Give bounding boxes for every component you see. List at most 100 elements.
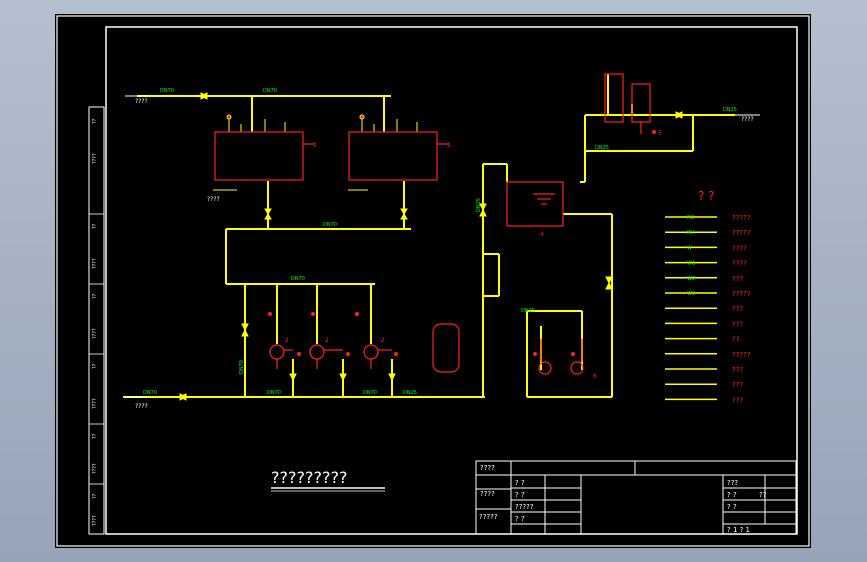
legend-text: ???: [732, 366, 743, 374]
pump-2: [309, 344, 325, 360]
main-header-size: DN70: [263, 88, 277, 94]
small-pump-2: [570, 361, 584, 375]
equipment-tags: 1 1 2 2 2 4 5 6: [285, 130, 662, 380]
pipe-labels: DN70 DN70 DN70 DN70 DN70 DN70 DN70 DN25 …: [143, 88, 737, 396]
tb-left-3: ?????: [479, 513, 498, 521]
pump3-tag: 2: [381, 337, 385, 344]
bottom-main-size: DN70: [267, 390, 281, 396]
pump-header-size: DN70: [291, 276, 305, 282]
schematic-drawing: ?? ???? ?? ???? ?? ???? ?? ???? ?? ???? …: [56, 15, 810, 547]
riser-size: DN25: [476, 198, 482, 212]
small-pump-tag: 6: [593, 373, 597, 380]
legend-text: ???: [732, 381, 743, 389]
legend-row: W2???: [665, 275, 743, 283]
storage-tank-1: [214, 131, 304, 181]
legend-row: RG?????: [665, 214, 751, 222]
tb-right-2: ? ?: [727, 491, 737, 499]
legend-row: ?????: [665, 351, 751, 359]
tb-left-1: ????: [480, 464, 495, 472]
outlet-label: ????: [741, 116, 754, 123]
column-1: [604, 73, 624, 123]
pump-1: [269, 344, 285, 360]
inlet-top-label: ????: [135, 98, 148, 105]
legend-row: ???: [665, 305, 743, 313]
legend-row: ??: [665, 336, 740, 344]
legend: ? ? RG?????RH?????W????W1????W2???W3????…: [665, 189, 751, 404]
tank-fittings: [213, 114, 418, 191]
pump2-tag: 2: [325, 337, 329, 344]
legend-text: ????: [732, 260, 747, 268]
legend-code: RG: [687, 215, 694, 221]
legend-text: ?????: [732, 214, 751, 222]
strip-text-5: ??: [92, 293, 98, 299]
legend-row: ???: [665, 366, 743, 374]
storage-tank-2: [348, 131, 438, 181]
drain-label: ????: [207, 196, 220, 203]
legend-row: ???: [665, 396, 743, 404]
drawing-sheet[interactable]: ?? ???? ?? ???? ?? ???? ?? ???? ?? ???? …: [55, 14, 811, 548]
legend-text: ?????: [732, 351, 751, 359]
legend-code: W3: [687, 291, 695, 297]
legend-text: ?????: [732, 229, 751, 237]
tb-left-2: ????: [480, 490, 495, 498]
strip-text-6: ????: [92, 328, 98, 339]
left-binding-strip: ?? ???? ?? ???? ?? ???? ?? ???? ?? ???? …: [88, 106, 105, 535]
inlet-bottom-label: ????: [135, 403, 148, 410]
tb-right-1: ???: [727, 479, 738, 487]
strip-text-8: ????: [92, 398, 98, 409]
strip-text-2: ????: [92, 153, 98, 164]
tb-mid-1: ? ?: [515, 479, 525, 487]
legend-text: ???: [732, 320, 743, 328]
legend-code: W2: [687, 276, 695, 282]
tb-right-4: ? ?: [727, 503, 737, 511]
tb-right-3: ??: [759, 491, 767, 499]
small-branch-size: DN25: [521, 308, 535, 314]
tank2-tag: 1: [447, 142, 451, 149]
legend-row: ???: [665, 320, 743, 328]
column-tag: 5: [658, 130, 662, 137]
inner-frame: [105, 26, 798, 535]
legend-code: RH: [687, 230, 694, 236]
tb-mid-4: ? ?: [515, 515, 525, 523]
inlet-bottom-size: DN70: [143, 390, 157, 396]
legend-title: ? ?: [698, 189, 715, 203]
column-line-size: DN25: [595, 145, 609, 151]
inlet-top-size: DN70: [160, 88, 174, 94]
mid-header-size: DN70: [323, 222, 337, 228]
bottom-main-size-2: DN70: [363, 390, 377, 396]
return-size: DN25: [403, 390, 417, 396]
legend-row: W????: [665, 244, 747, 252]
legend-code: W1: [687, 261, 695, 267]
strip-text-7: ??: [92, 363, 98, 369]
tank1-tag: 1: [313, 142, 317, 149]
legend-row: W3?????: [665, 290, 751, 298]
equipment: [214, 73, 651, 375]
outer-frame: [56, 15, 810, 547]
legend-row: ???: [665, 381, 743, 389]
tb-mid-3: ?????: [515, 503, 534, 511]
outlet-size: DN25: [723, 107, 737, 113]
pump1-tag: 2: [285, 337, 289, 344]
inlet-labels: ???? ???? ???? ????: [135, 98, 754, 410]
strip-text-9: ??: [92, 433, 98, 439]
valve-symbols: [178, 92, 684, 401]
legend-text: ???: [732, 275, 743, 283]
strip-text-4: ????: [92, 258, 98, 269]
title-block: [475, 460, 797, 535]
legend-text: ???: [732, 396, 743, 404]
legend-code: W: [687, 245, 692, 251]
pump-riser-size: DN70: [239, 360, 245, 374]
strip-text-11: ??: [92, 493, 98, 499]
tb-right-5: ? 1 ? 1: [727, 526, 750, 534]
strip-text-3: ??: [92, 223, 98, 229]
legend-text: ??: [732, 336, 740, 344]
legend-row: RH?????: [665, 229, 751, 237]
inlet-arrows: [125, 95, 760, 398]
red-valves: [227, 115, 656, 356]
title-block-text: ???? ???? ????? ? ? ? ? ????? ? ? ??? ? …: [479, 464, 767, 534]
legend-text: ????: [732, 244, 747, 252]
heater-tag: 4: [540, 231, 544, 238]
pressure-vessel: [432, 323, 460, 373]
small-pump-1: [538, 361, 552, 375]
